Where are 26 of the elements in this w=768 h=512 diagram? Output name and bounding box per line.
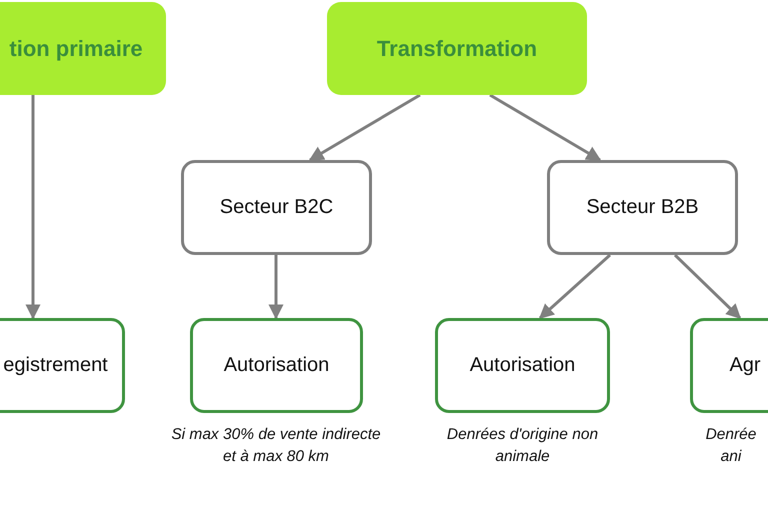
stage-box: [0, 2, 166, 95]
node-label: Autorisation: [224, 354, 330, 377]
note-text: Si max 30% de vente indirecte et à max 80 km: [170, 425, 382, 468]
regime-box: [190, 318, 363, 413]
arrow: [268, 255, 284, 320]
note-text: Denrée: [704, 425, 758, 445]
node-label: egistrement: [3, 354, 108, 377]
regime-box: [690, 318, 768, 413]
arrow: [308, 94, 421, 162]
node-label: Autorisation: [470, 354, 576, 377]
arrow: [26, 95, 40, 320]
arrow: [674, 254, 742, 320]
node-label: Transformation: [376, 36, 538, 62]
node-label: Secteur B2C: [220, 196, 334, 219]
arrow: [489, 94, 602, 162]
node-label: tion primaire: [9, 36, 143, 62]
sector-box: [181, 160, 372, 255]
stage-box: [327, 2, 587, 95]
sector-box: [547, 160, 738, 255]
note-text: ani: [720, 447, 742, 467]
node-label: Agr: [729, 354, 761, 377]
node-label: Secteur B2B: [586, 196, 699, 219]
note-text: Denrées d'origine non animale: [446, 425, 600, 468]
arrow: [538, 254, 611, 320]
regime-box: [0, 318, 125, 413]
regime-box: [435, 318, 610, 413]
